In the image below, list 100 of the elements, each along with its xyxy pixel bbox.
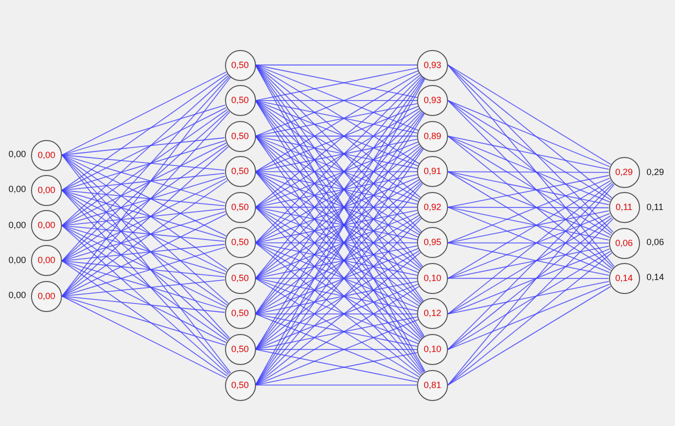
connection-line	[62, 260, 226, 310]
connection-line	[255, 242, 419, 309]
connection-line	[448, 171, 610, 238]
connection-line	[448, 183, 614, 350]
connection-line	[448, 286, 612, 386]
connection-line	[448, 248, 610, 314]
connection-line	[448, 100, 610, 168]
connection-line	[255, 70, 419, 137]
connection-line	[255, 136, 419, 202]
connection-line	[62, 190, 226, 239]
connection-line	[448, 171, 612, 271]
connection-line	[62, 76, 230, 262]
connection-line	[255, 248, 419, 314]
connection-line	[62, 109, 228, 226]
connection-line	[255, 278, 418, 279]
connection-line	[62, 110, 229, 262]
connection-line	[62, 72, 227, 156]
connection-line	[255, 141, 419, 208]
connection-line	[62, 260, 227, 344]
connection-line	[255, 319, 419, 386]
connection-line	[62, 104, 226, 156]
connection-line	[62, 190, 229, 340]
connection-line	[62, 178, 227, 262]
connection-line	[62, 73, 228, 191]
connection-line	[448, 180, 612, 279]
connection-line	[448, 242, 609, 244]
connection-line	[255, 64, 418, 66]
value-label: 0,00	[8, 256, 26, 265]
connection-line	[448, 182, 612, 314]
value-label: 0,00	[8, 150, 26, 159]
value-label: 0,14	[646, 273, 664, 282]
connection-line	[255, 278, 419, 344]
connection-line	[62, 225, 228, 342]
connection-line	[448, 136, 610, 202]
connection-line	[448, 250, 612, 350]
connection-line	[62, 225, 226, 242]
connection-line	[62, 154, 230, 338]
connection-line	[62, 172, 226, 191]
connection-line	[255, 171, 418, 172]
connection-line	[62, 154, 227, 236]
connection-line	[62, 137, 226, 156]
connection-line	[255, 384, 418, 386]
connection-line	[62, 296, 226, 313]
connection-line	[448, 215, 612, 314]
connection-line	[62, 279, 226, 297]
connection-line	[448, 64, 614, 233]
value-label: 0,06	[646, 238, 664, 248]
value-label: 0,00	[8, 291, 26, 300]
connection-line	[448, 64, 612, 198]
connection-line	[448, 278, 609, 279]
connection-line	[255, 206, 418, 208]
connection-line	[448, 217, 612, 350]
value-label: 0,00	[8, 220, 26, 230]
connection-line	[448, 252, 612, 386]
connection-line	[62, 225, 226, 274]
connection-line	[62, 211, 226, 262]
connection-line	[62, 74, 229, 226]
connection-line	[62, 296, 226, 346]
connection-line	[255, 242, 418, 244]
connection-line	[255, 212, 419, 279]
connection-line	[62, 296, 227, 379]
value-label: 0,00	[8, 185, 26, 194]
connection-line	[448, 100, 614, 268]
connection-line	[448, 136, 610, 170]
connection-line	[255, 206, 419, 274]
connection-line	[62, 260, 226, 278]
connection-line	[255, 100, 418, 101]
value-label: 0,11	[646, 202, 664, 212]
connection-line	[255, 313, 418, 314]
connection-line	[448, 178, 610, 244]
connection-line	[62, 244, 226, 262]
connection-line	[255, 284, 419, 350]
connection-line	[448, 206, 609, 208]
connection-line	[62, 154, 231, 374]
connection-line	[448, 171, 609, 173]
connection-line	[448, 184, 615, 386]
connection-line	[255, 106, 419, 172]
connection-line	[62, 107, 227, 191]
connection-line	[448, 100, 612, 200]
connection-line	[62, 208, 226, 226]
connection-line	[448, 213, 610, 279]
connection-line	[255, 313, 419, 380]
connection-line	[62, 225, 229, 376]
connection-line	[255, 64, 419, 131]
connection-line	[62, 246, 226, 297]
connection-line	[62, 225, 227, 308]
connection-line	[448, 218, 614, 386]
connection-line	[62, 214, 227, 297]
connection-line	[448, 100, 612, 234]
connection-line	[448, 64, 615, 267]
connection-line	[255, 177, 419, 244]
connection-line	[255, 171, 419, 238]
connection-line	[62, 154, 226, 171]
connection-line	[448, 136, 612, 236]
connection-line	[448, 281, 610, 314]
connection-line	[62, 190, 230, 374]
connection-line	[62, 154, 226, 204]
connection-line	[62, 140, 226, 191]
connection-line	[62, 260, 228, 377]
connection-line	[448, 206, 610, 274]
